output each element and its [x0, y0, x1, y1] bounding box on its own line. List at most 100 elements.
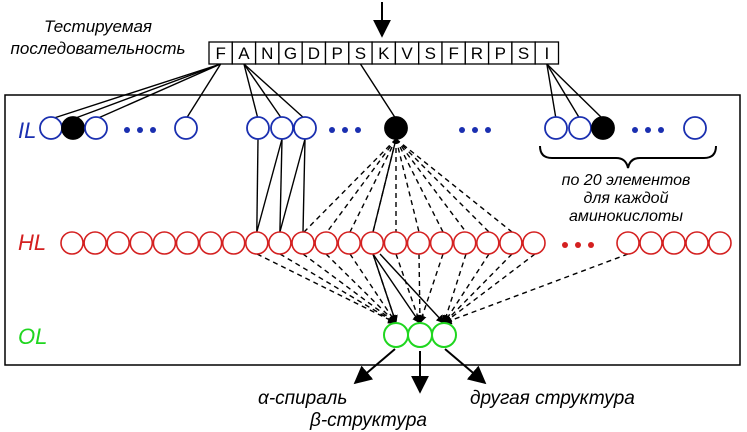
hidden-node [314, 231, 338, 255]
alpha-arrow [353, 348, 396, 385]
hidden-node [616, 231, 640, 255]
dashed-connection [256, 253, 397, 324]
hidden-node [198, 231, 223, 255]
active-input-node [591, 116, 615, 140]
hidden-node [152, 231, 177, 255]
dashed-connection [395, 138, 490, 233]
hidden-node [106, 231, 130, 255]
sequence-label-line1: Тестируемая [44, 17, 152, 36]
connection [243, 63, 306, 120]
dashed-connection [303, 138, 397, 233]
dashed-connection [418, 253, 444, 324]
active-input-node [384, 116, 408, 140]
group-brace [539, 145, 717, 169]
sequence-letter: S [355, 44, 366, 63]
connections [50, 63, 629, 325]
connection [279, 138, 283, 233]
ellipsis-dot [575, 242, 581, 248]
connection [256, 138, 259, 233]
dashed-connection [395, 138, 513, 233]
dashed-connection [395, 138, 420, 233]
ellipsis-dot [355, 127, 361, 133]
sequence-letter: S [425, 44, 436, 63]
hidden-node [83, 231, 107, 255]
ellipsis-dot [562, 242, 568, 248]
input-layer [39, 116, 707, 140]
input-node [84, 116, 108, 140]
hidden-node [639, 231, 663, 255]
hidden-node [268, 231, 292, 255]
other-arrow [444, 348, 487, 385]
sequence-letter: G [284, 44, 297, 63]
sequence-letter: R [471, 44, 483, 63]
sequence-label-line2: последовательность [11, 39, 186, 58]
dashed-connection [443, 253, 629, 325]
hidden-layer-label: HL [18, 230, 46, 255]
hidden-node [452, 231, 477, 255]
input-node [683, 116, 707, 140]
hidden-node [129, 231, 154, 255]
dashed-connection [325, 253, 397, 324]
sequence-letter: P [495, 44, 506, 63]
connection [256, 138, 283, 233]
connection [372, 253, 398, 324]
active-input-node [61, 116, 85, 140]
hidden-layer [60, 231, 732, 255]
dashed-connection [302, 253, 397, 324]
hidden-node [685, 231, 709, 255]
dashed-connection [349, 253, 397, 324]
connection [546, 63, 581, 120]
output-node [383, 322, 409, 348]
input-node [568, 116, 592, 140]
output-node [407, 322, 433, 348]
sequence-letter: K [378, 44, 390, 63]
ellipsis-dot [137, 127, 143, 133]
dashed-connection [442, 253, 467, 324]
ellipsis-dot [588, 242, 594, 248]
dashed-connection [443, 253, 490, 324]
hidden-node [244, 231, 269, 255]
group-note-line1: по 20 элементов [562, 172, 691, 189]
connection [359, 63, 397, 120]
sequence-letter: I [544, 44, 549, 63]
dashed-connection [415, 253, 425, 324]
ellipsis-dot [124, 127, 130, 133]
hidden-node [662, 231, 686, 255]
output-layer [383, 322, 457, 348]
hidden-node [221, 231, 246, 255]
output-node [431, 322, 457, 348]
connection [185, 63, 222, 120]
connection [546, 63, 604, 120]
connection [95, 63, 221, 120]
sequence-letter: V [401, 44, 413, 63]
sequence-letter: S [518, 44, 529, 63]
hidden-node [291, 231, 315, 255]
sequence-letter: A [238, 44, 250, 63]
dashed-connection [326, 138, 397, 233]
hidden-node [360, 231, 385, 255]
dashed-connection [443, 253, 536, 324]
input-node [293, 116, 317, 140]
connection [379, 253, 445, 324]
ellipsis-dot [658, 127, 664, 133]
sequence-letter: F [448, 44, 458, 63]
hidden-node [175, 231, 200, 255]
ellipsis-dot [342, 127, 348, 133]
input-node [39, 116, 63, 140]
ellipsis-dot [150, 127, 156, 133]
ellipsis-dot [485, 127, 491, 133]
group-note-line2: для каждой [584, 190, 669, 207]
dashed-connection [349, 138, 397, 233]
hidden-node [475, 231, 500, 255]
ellipsis-dot [459, 127, 465, 133]
connection [243, 63, 283, 120]
ellipsis-dot [329, 127, 335, 133]
input-node [270, 116, 294, 140]
input-node [246, 116, 270, 140]
connection [372, 253, 421, 324]
hidden-node [429, 231, 454, 255]
ellipsis-dot [632, 127, 638, 133]
connection [50, 63, 221, 120]
